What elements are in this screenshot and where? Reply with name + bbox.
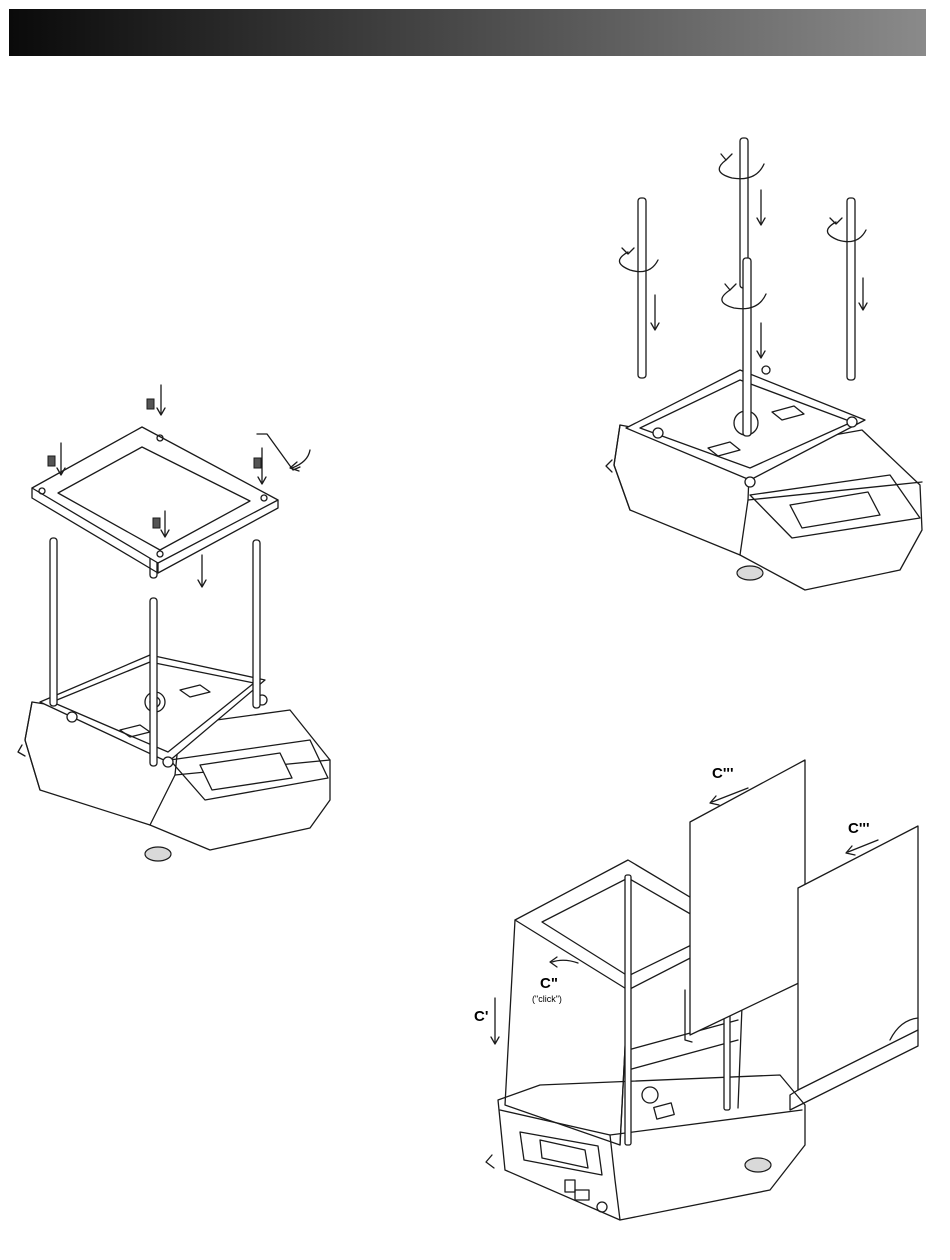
balance-icon [606,366,922,590]
label-c-double-prime: C" [540,975,558,992]
draft-shield-frame [32,427,278,573]
label-click-note: ("click") [532,994,562,1004]
header-bar [9,9,926,56]
label-c-prime: C' [474,1008,488,1025]
label-c-triple-prime-top: C''' [712,765,734,782]
balance-icon [18,655,330,861]
balance-icon [486,1075,805,1220]
glass-panel-icon [685,760,918,1110]
figure-rod-installation [600,130,935,600]
figure-frame-assembly [10,380,350,880]
arrows [651,190,867,358]
glass-rod-icon [638,138,855,436]
label-c-triple-prime-right: C''' [848,820,870,837]
